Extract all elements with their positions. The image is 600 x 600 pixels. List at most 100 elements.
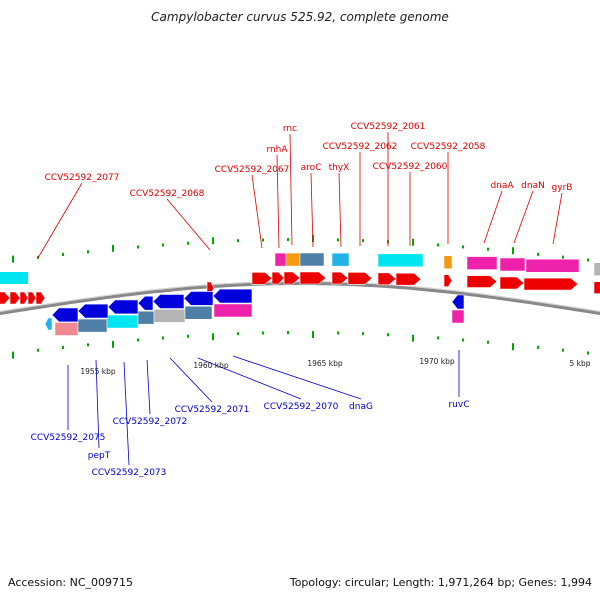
- tick-mark-bottom[interactable]: [62, 345, 64, 349]
- tick-mark-bottom[interactable]: [312, 331, 314, 339]
- gene-band-top[interactable]: [499, 257, 526, 272]
- gene-arrow-forward[interactable]: [466, 275, 498, 288]
- gene-arrow-forward[interactable]: [523, 277, 579, 291]
- leader-line-top: [310, 172, 314, 248]
- tick-mark-bottom[interactable]: [487, 340, 489, 344]
- tick-mark-bottom[interactable]: [512, 343, 514, 351]
- tick-mark-bottom[interactable]: [162, 336, 164, 340]
- gene-arrow-forward[interactable]: [19, 291, 29, 305]
- gene-band-bottom[interactable]: [54, 322, 79, 336]
- gene-arrow-forward[interactable]: [9, 291, 21, 305]
- tick-mark-bottom[interactable]: [562, 348, 564, 352]
- gene-band-bottom[interactable]: [184, 306, 213, 320]
- gene-arrow-forward[interactable]: [27, 291, 37, 305]
- tick-mark-top[interactable]: [487, 247, 489, 251]
- gene-arrow-reverse[interactable]: [51, 307, 79, 323]
- gene-band-top[interactable]: [299, 252, 325, 267]
- gene-band-bottom[interactable]: [106, 314, 139, 329]
- gene-arrows[interactable]: [0, 271, 600, 331]
- tick-mark-bottom[interactable]: [112, 340, 114, 348]
- gene-arrow-forward[interactable]: [499, 276, 525, 290]
- gene-arrow-reverse[interactable]: [451, 294, 465, 310]
- tick-mark-bottom[interactable]: [137, 338, 139, 342]
- tick-mark-top[interactable]: [162, 243, 164, 247]
- tick-mark-top[interactable]: [87, 250, 89, 254]
- gene-arrow-forward[interactable]: [395, 272, 422, 286]
- tick-mark-bottom[interactable]: [387, 333, 389, 337]
- leader-line-bottom: [123, 361, 130, 466]
- gene-arrow-forward[interactable]: [271, 271, 285, 285]
- gene-band-top[interactable]: [274, 252, 287, 267]
- tick-mark-top[interactable]: [262, 238, 264, 242]
- tick-mark-top[interactable]: [237, 239, 239, 243]
- tick-mark-top[interactable]: [462, 245, 464, 249]
- gene-band-bottom[interactable]: [137, 310, 155, 325]
- tick-mark-bottom[interactable]: [12, 351, 14, 359]
- gene-arrow-forward[interactable]: [331, 271, 349, 285]
- gene-arrow-forward[interactable]: [347, 271, 373, 285]
- genome-title: Campylobacter curvus 525.92, complete ge…: [151, 10, 449, 24]
- gene-arrow-forward[interactable]: [377, 272, 397, 286]
- gene-band-top[interactable]: [525, 258, 580, 273]
- gene-band-top[interactable]: [443, 255, 453, 269]
- leader-line-bottom: [95, 359, 100, 449]
- tick-mark-top[interactable]: [137, 245, 139, 249]
- tick-mark-bottom[interactable]: [437, 336, 439, 340]
- gene-arrow-forward[interactable]: [35, 291, 46, 305]
- tick-mark-top[interactable]: [212, 237, 214, 245]
- tick-mark-bottom[interactable]: [462, 338, 464, 342]
- tick-mark-bottom[interactable]: [412, 334, 414, 342]
- tick-mark-bottom[interactable]: [537, 345, 539, 349]
- tick-mark-bottom[interactable]: [37, 348, 39, 352]
- gene-band-top[interactable]: [466, 256, 498, 270]
- gene-band-top[interactable]: [593, 262, 600, 276]
- tick-mark-bottom[interactable]: [262, 331, 264, 335]
- gene-arrow-reverse[interactable]: [107, 299, 139, 315]
- tick-mark-bottom[interactable]: [187, 334, 189, 338]
- tick-mark-bottom[interactable]: [87, 343, 89, 347]
- gene-band-top[interactable]: [331, 252, 350, 267]
- gene-arrow-reverse[interactable]: [152, 294, 185, 309]
- gene-band-top[interactable]: [285, 252, 301, 267]
- tick-mark-top[interactable]: [62, 252, 64, 256]
- gene-labels[interactable]: CCV52592_2077CCV52592_2068rncrnhACCV5259…: [31, 122, 573, 478]
- gene-arrow-forward[interactable]: [0, 291, 11, 305]
- tick-mark-top[interactable]: [112, 244, 114, 252]
- gene-band-bottom[interactable]: [451, 309, 465, 324]
- gene-band-bottom[interactable]: [77, 318, 108, 333]
- tick-mark-top[interactable]: [512, 247, 514, 255]
- gene-arrow-reverse[interactable]: [183, 291, 214, 306]
- gene-band-bottom[interactable]: [153, 309, 186, 323]
- gene-arrow-forward[interactable]: [283, 271, 301, 285]
- gene-label-bottom: CCV52592_2072: [113, 417, 188, 427]
- tick-mark-top[interactable]: [412, 238, 414, 246]
- gene-label-bottom: CCV52592_2073: [92, 468, 167, 478]
- gene-arrow-forward[interactable]: [443, 274, 453, 288]
- tick-mark-bottom[interactable]: [287, 331, 289, 335]
- gene-band-bottom[interactable]: [213, 303, 253, 318]
- tick-mark-top[interactable]: [537, 252, 539, 256]
- tick-mark-bottom[interactable]: [212, 333, 214, 341]
- tick-mark-bottom[interactable]: [337, 331, 339, 335]
- tick-mark-top[interactable]: [287, 238, 289, 242]
- tick-mark-top[interactable]: [187, 241, 189, 245]
- tick-mark-top[interactable]: [562, 255, 564, 259]
- tick-mark-top[interactable]: [362, 239, 364, 243]
- tick-mark-top[interactable]: [587, 258, 589, 262]
- tick-mark-top[interactable]: [437, 243, 439, 247]
- gene-arrow-forward[interactable]: [299, 271, 327, 285]
- gene-arrow-reverse[interactable]: [77, 303, 109, 319]
- gene-arrow-forward[interactable]: [251, 271, 273, 285]
- gene-arrow-reverse[interactable]: [212, 288, 253, 304]
- tick-mark-bottom[interactable]: [587, 351, 589, 355]
- tick-mark-bottom[interactable]: [237, 332, 239, 336]
- tick-mark-top[interactable]: [337, 238, 339, 242]
- tick-mark-top[interactable]: [12, 255, 14, 263]
- gene-arrow-reverse[interactable]: [44, 317, 53, 331]
- gene-band-top[interactable]: [377, 253, 424, 268]
- gene-band-top[interactable]: [0, 272, 28, 284]
- gene-arrow-reverse[interactable]: [137, 295, 154, 311]
- gene-arrow-forward[interactable]: [593, 281, 600, 295]
- tick-mark-bottom[interactable]: [362, 332, 364, 336]
